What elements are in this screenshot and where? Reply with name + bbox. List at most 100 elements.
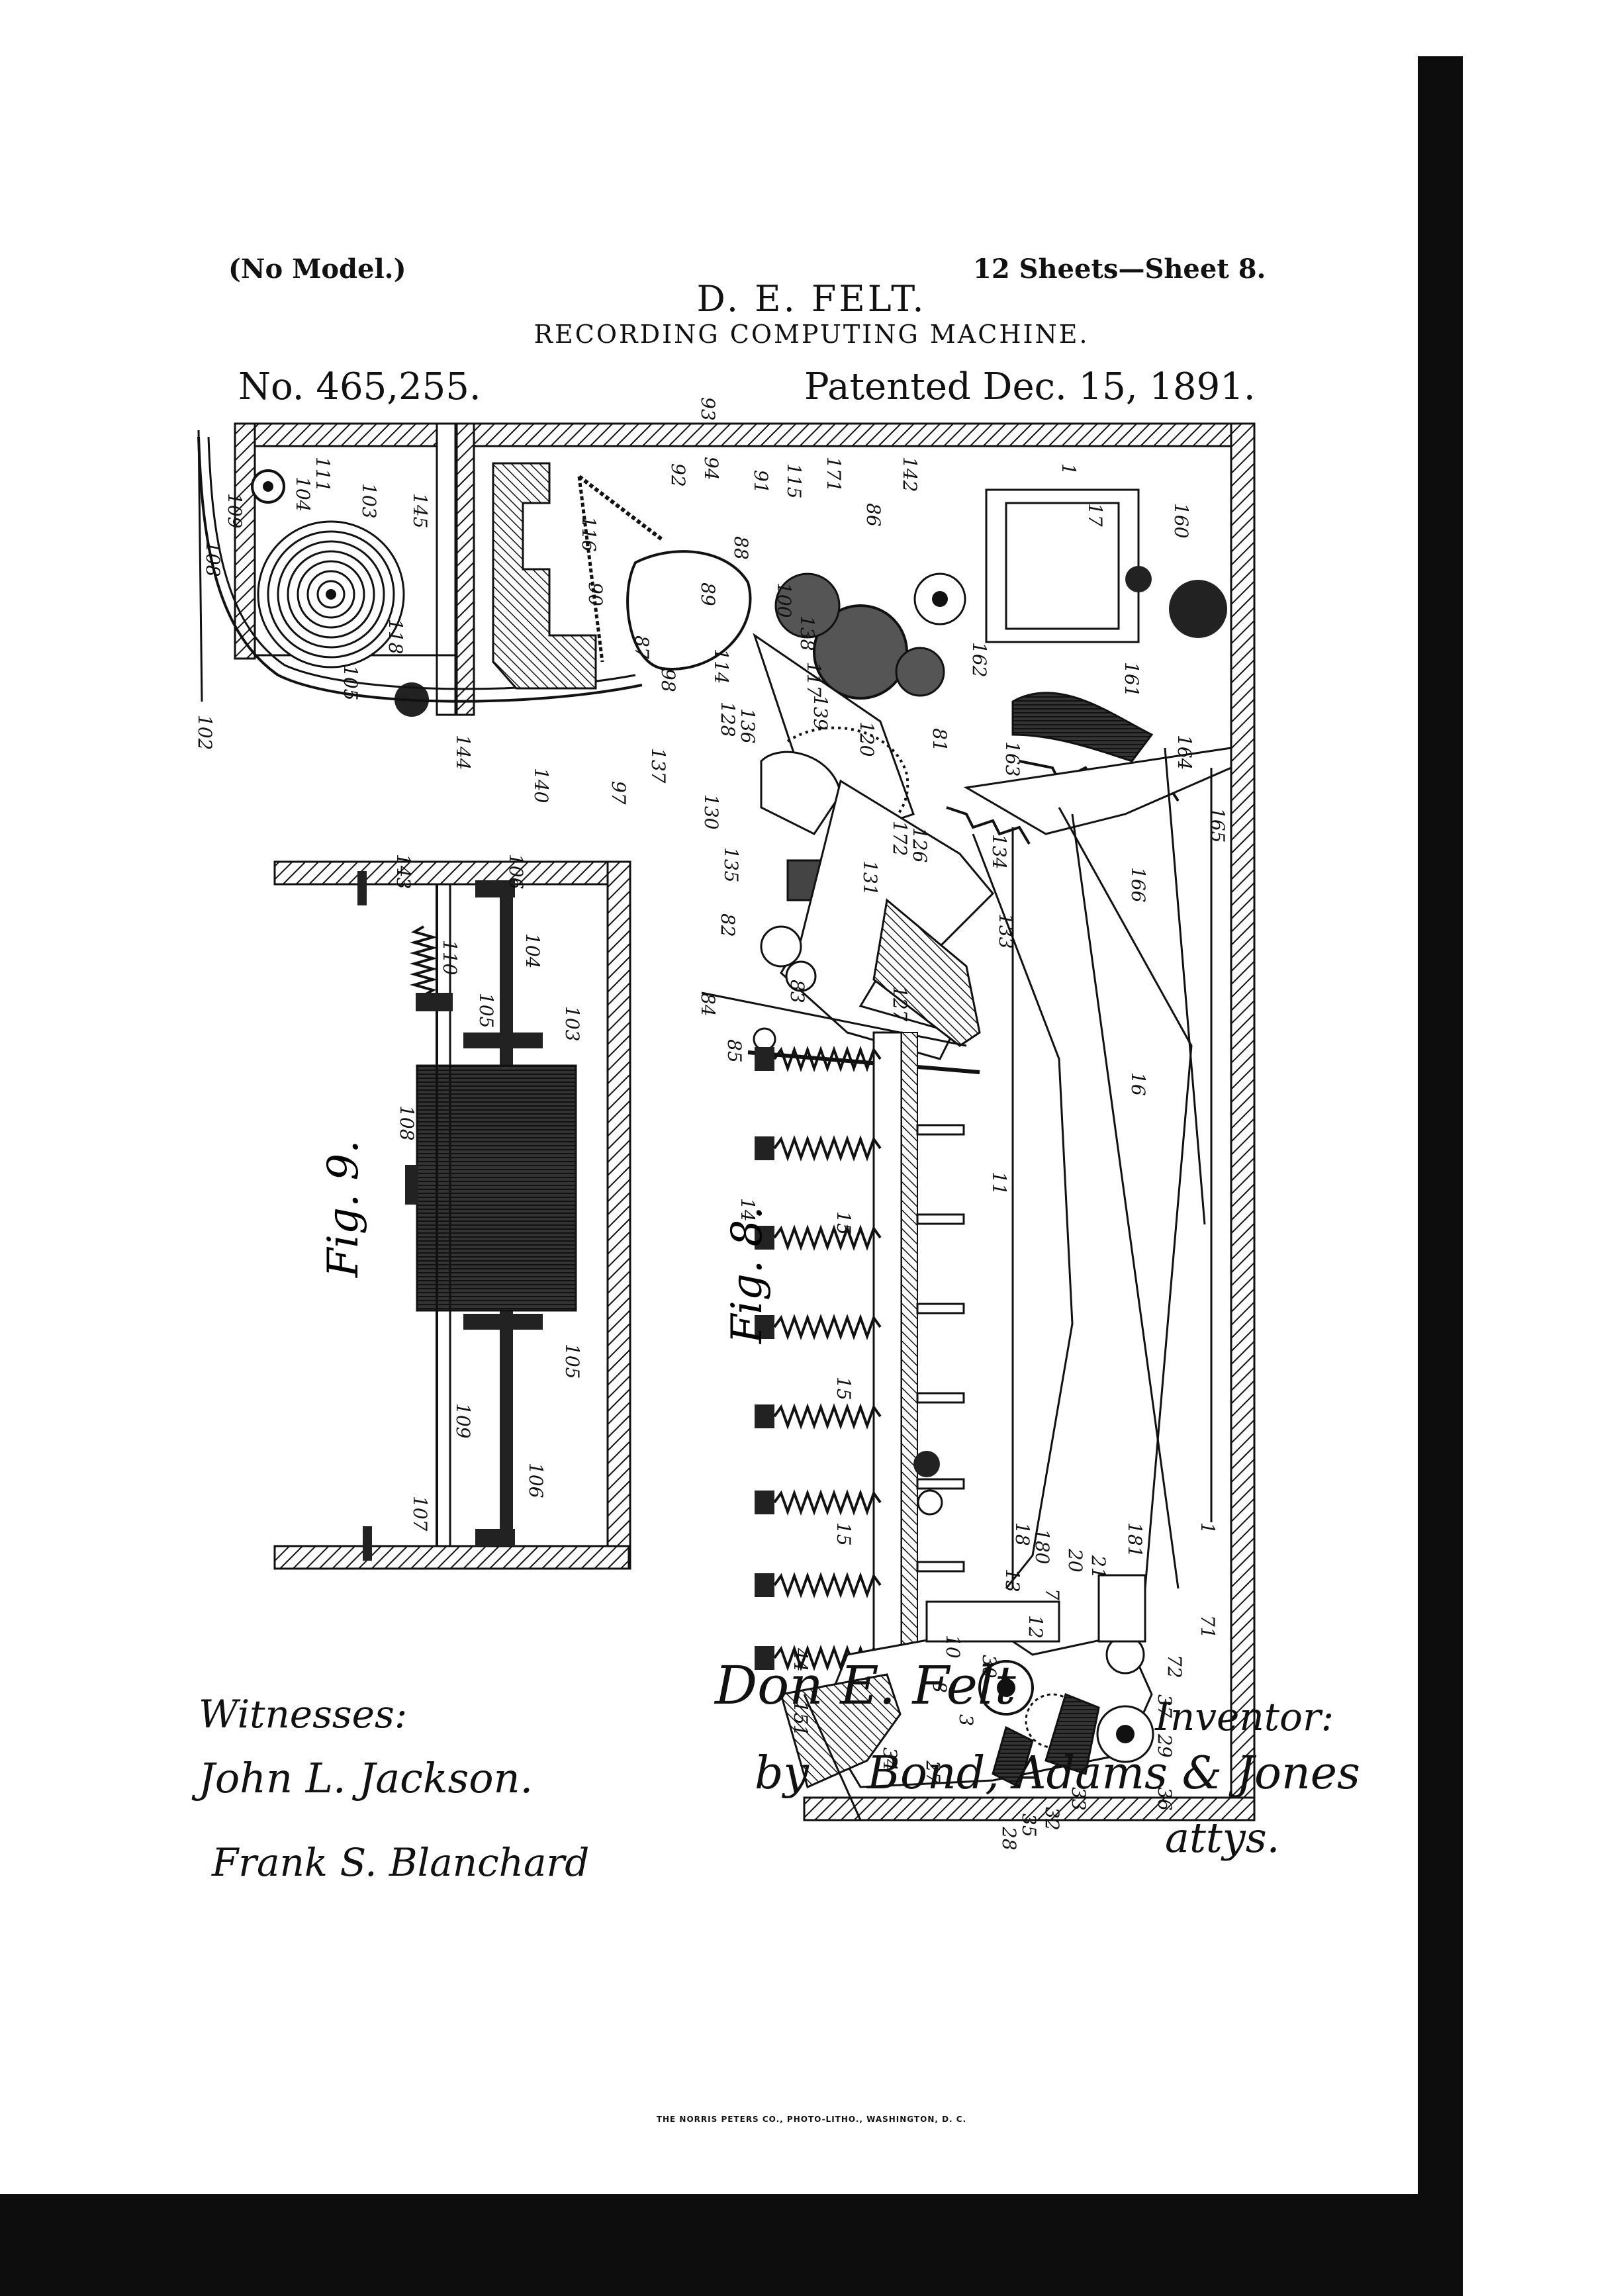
witness-signature-1: John L. Jackson. [199, 1754, 533, 1802]
ref-numeral: 15 [833, 1211, 855, 1235]
sheet-count: 12 Sheets—Sheet 8. [973, 253, 1266, 285]
patent-number: No. 465,255. [238, 365, 481, 408]
ref-numeral: 29 [1154, 1733, 1176, 1758]
ref-numeral: 105 [340, 665, 361, 700]
ref-numeral: 139 [810, 695, 831, 730]
ref-numeral: 111 [312, 457, 334, 492]
key-stems [916, 1124, 965, 1573]
by-label: by [755, 1747, 809, 1800]
ref-numeral: 15 [833, 1522, 855, 1546]
ref-numeral: 143 [393, 854, 414, 889]
ref-numeral: 15 [833, 1377, 855, 1401]
ref-numeral: 118 [385, 619, 406, 654]
ref-numeral: 172 [889, 821, 911, 856]
ref-numeral: 126 [909, 827, 931, 862]
patent-date: Patented Dec. 15, 1891. [804, 365, 1256, 408]
ref-numeral: 135 [720, 847, 742, 882]
ref-numeral: 34 [879, 1747, 901, 1771]
ref-numeral: 98 [657, 668, 679, 692]
paper-roll-103 [197, 430, 643, 717]
ref-numeral: 1 [1197, 1522, 1219, 1534]
ref-numeral: 81 [929, 728, 951, 752]
ref-numeral: 12 [1025, 1615, 1046, 1639]
ref-numeral: 92 [667, 463, 689, 487]
ref-numeral: 36 [1154, 1787, 1176, 1811]
ref-numeral: 120 [856, 721, 878, 757]
ref-numeral: 163 [1001, 741, 1023, 776]
ref-numeral: 86 [862, 503, 884, 527]
fig8-label: Fig. 8. [723, 1206, 772, 1344]
ref-numeral: 91 [750, 470, 772, 494]
ref-numeral: 115 [783, 463, 805, 498]
ref-numeral: 93 [697, 397, 719, 421]
ref-numeral: 164 [1174, 735, 1195, 770]
printing-mechanism [492, 462, 1227, 1074]
ref-numeral: 142 [899, 457, 921, 492]
ref-numeral: 85 [723, 1039, 745, 1063]
ref-numeral: 108 [396, 1105, 418, 1140]
ref-numeral: 131 [859, 860, 881, 895]
ref-numeral: 161 [1121, 662, 1142, 697]
ref-numeral: 117 [803, 662, 825, 698]
ref-numeral: 11 [988, 1171, 1010, 1195]
ref-numeral: 166 [1127, 867, 1149, 902]
ref-numeral: 137 [647, 748, 669, 784]
ref-numeral: 144 [452, 735, 474, 770]
scan-border-bottom [0, 2194, 1463, 2296]
ref-numeral: 33 [1068, 1787, 1090, 1811]
ref-numeral: 128 [717, 702, 739, 737]
ref-numeral: 83 [786, 980, 808, 1003]
ref-numeral: 181 [1124, 1522, 1146, 1557]
ref-numeral: 71 [1197, 1615, 1219, 1639]
ref-numeral: 32 [1041, 1807, 1063, 1831]
carry-mechanism [780, 1574, 1154, 1821]
ref-numeral: 88 [730, 536, 752, 560]
ref-numeral: 138 [796, 616, 818, 651]
ref-numeral: 89 [697, 582, 719, 606]
ref-numeral: 151 [790, 1701, 812, 1736]
witnesses-label: Witnesses: [199, 1692, 408, 1737]
ref-numeral: 37 [1154, 1694, 1176, 1718]
ref-numeral: 8 [929, 1681, 951, 1693]
ref-numeral: 160 [1170, 503, 1192, 538]
witness-signature-2: Frank S. Blanchard [212, 1840, 590, 1885]
ref-numeral: 17 [1084, 503, 1106, 527]
ref-numeral: 108 [202, 541, 224, 576]
ref-numeral: 102 [194, 715, 216, 750]
patent-title: RECORDING COMPUTING MACHINE. [533, 320, 1090, 349]
ref-numeral: 94 [700, 457, 722, 481]
ref-numeral: 130 [700, 794, 722, 829]
ref-numeral: 30 [978, 1655, 1000, 1678]
ref-numeral: 104 [522, 933, 543, 968]
scan-border-right [1418, 56, 1463, 2260]
ref-numeral: 14 [737, 1198, 759, 1222]
fig9-label: Fig. 9. [319, 1140, 368, 1278]
ref-numeral: 145 [409, 493, 431, 528]
ref-numeral: 44 [790, 1647, 812, 1672]
ref-numeral: 134 [988, 834, 1010, 869]
ref-numeral: 20 [1064, 1548, 1086, 1573]
ref-numeral: 10 [942, 1635, 964, 1659]
ref-numeral: 109 [452, 1403, 474, 1438]
ref-numeral: 136 [737, 708, 759, 743]
ref-numeral: 106 [505, 854, 527, 889]
attorneys-signature: Bond, Adams & Jones [867, 1747, 1360, 1800]
ref-numeral: 110 [439, 940, 461, 975]
ref-numeral: 90 [584, 582, 606, 606]
ref-numeral: 103 [358, 483, 380, 518]
ref-numeral: 21 [1088, 1555, 1109, 1579]
attorneys-label: attys. [1165, 1814, 1280, 1862]
ref-numeral: 84 [697, 993, 719, 1017]
ref-numeral: 18 [1011, 1522, 1033, 1546]
ref-numeral: 109 [224, 493, 246, 528]
ref-numeral: 3 [955, 1714, 977, 1726]
ref-numeral: 162 [968, 642, 990, 677]
ref-numeral: 1 [1058, 463, 1080, 475]
ref-numeral: 82 [717, 913, 739, 937]
ref-numeral: 107 [409, 1496, 431, 1532]
inventor-name: D. E. FELT. [696, 278, 927, 320]
ref-numeral: 116 [578, 516, 600, 551]
ref-numeral: 16 [1127, 1072, 1149, 1096]
ref-numeral: 7 [1041, 1588, 1063, 1600]
ref-numeral: 180 [1031, 1529, 1053, 1564]
